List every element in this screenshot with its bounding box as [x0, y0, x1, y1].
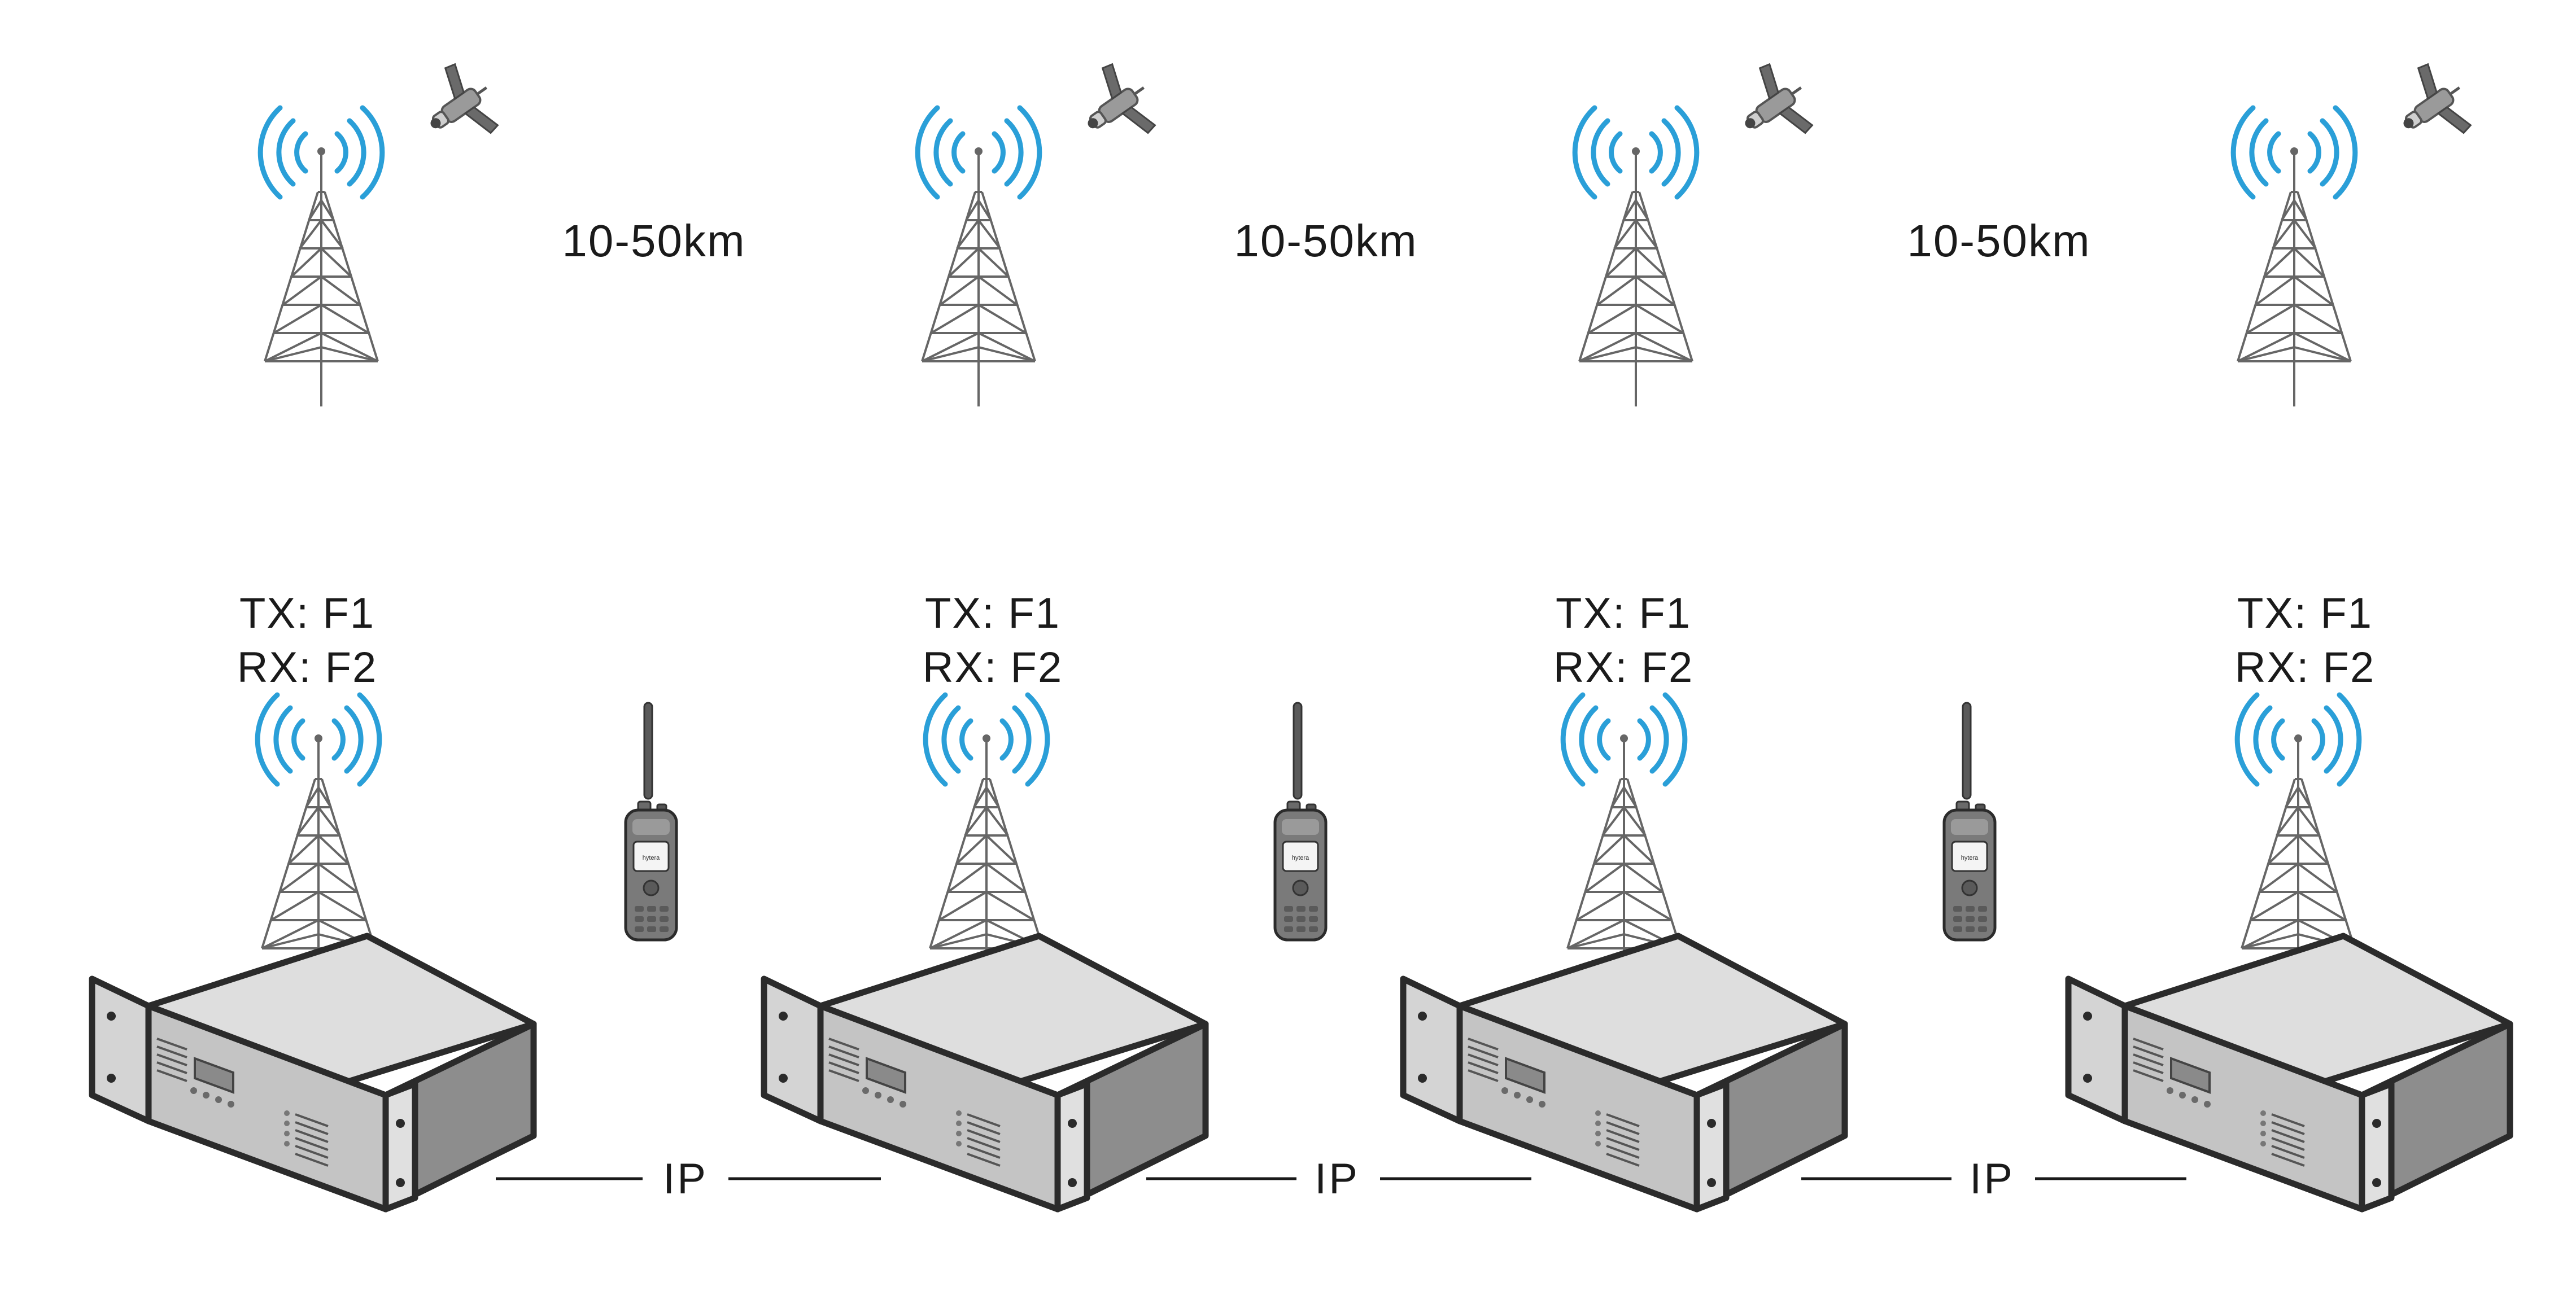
satellite-icon — [2382, 55, 2482, 159]
site-2-tx-label: TX: F1 — [925, 589, 1060, 637]
repeater-unit-4 — [2068, 936, 2510, 1209]
distance-label-3: 10-50km — [1907, 216, 2090, 266]
site-4-tx-label: TX: F1 — [2237, 589, 2373, 637]
site-2-rx-label: RX: F2 — [923, 644, 1063, 692]
ip-link-2: IP — [1146, 1155, 1531, 1203]
top-site-3 — [1575, 55, 1824, 408]
handheld-radio-icon — [1275, 703, 1326, 940]
satellite-icon — [1066, 55, 1167, 159]
top-site-1 — [260, 55, 509, 408]
handheld-radio-icon — [1944, 703, 1995, 940]
top-site-4 — [2233, 55, 2482, 408]
site-3-tx-label: TX: F1 — [1556, 589, 1691, 637]
repeater-unit-1 — [92, 936, 534, 1209]
repeater-unit-2 — [764, 936, 1206, 1209]
ip-link-1: IP — [496, 1155, 881, 1203]
top-site-2 — [918, 55, 1167, 408]
repeater-unit-3 — [1403, 936, 1845, 1209]
distance-label-1: 10-50km — [562, 216, 745, 266]
site-4-rx-label: RX: F2 — [2235, 644, 2376, 692]
radio-tower-icon — [2237, 147, 2352, 408]
radio-tower-icon — [264, 147, 379, 408]
handheld-radio-icon — [626, 703, 676, 940]
satellite-icon — [409, 55, 509, 159]
radio-tower-icon — [1578, 147, 1693, 408]
ip-link-3: IP — [1801, 1155, 2186, 1203]
radio-tower-icon — [921, 147, 1036, 408]
ip-link-label: IP — [1315, 1155, 1360, 1203]
satellite-icon — [1723, 55, 1824, 159]
ip-link-label: IP — [1970, 1155, 2015, 1203]
site-1-rx-label: RX: F2 — [237, 644, 378, 692]
site-1-tx-label: TX: F1 — [239, 589, 375, 637]
distance-label-2: 10-50km — [1234, 216, 1417, 266]
ip-link-label: IP — [663, 1155, 708, 1203]
site-3-rx-label: RX: F2 — [1553, 644, 1694, 692]
